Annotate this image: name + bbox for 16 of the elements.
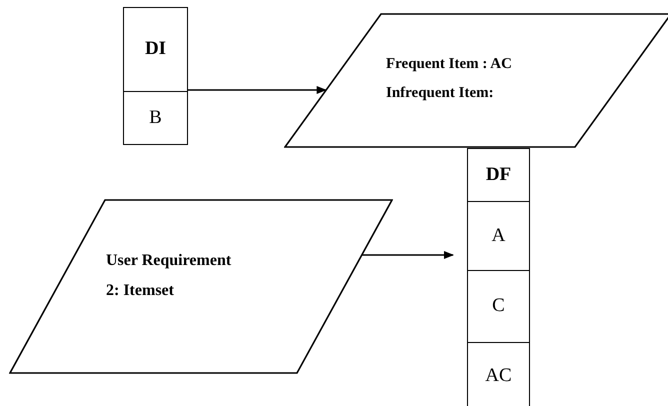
item-label: B: [124, 90, 187, 144]
table-column: [467, 148, 530, 406]
data-parallelogram: [284, 13, 668, 148]
item-label: AC: [468, 342, 529, 406]
item-label: C: [468, 270, 529, 342]
shape-text: User Requirement: [106, 251, 232, 271]
shape-text: Infrequent Item:: [386, 84, 495, 102]
shape-text: Frequent Item : AC: [386, 55, 512, 74]
arrow: [188, 86, 327, 94]
column-heading: DI: [144, 37, 168, 62]
table-column: [123, 7, 188, 145]
data-parallelogram: [9, 199, 393, 374]
shape-text: 2: Itemset: [106, 281, 175, 301]
arrow: [362, 251, 454, 259]
column-heading: DF: [484, 162, 512, 187]
item-label: A: [468, 200, 529, 270]
